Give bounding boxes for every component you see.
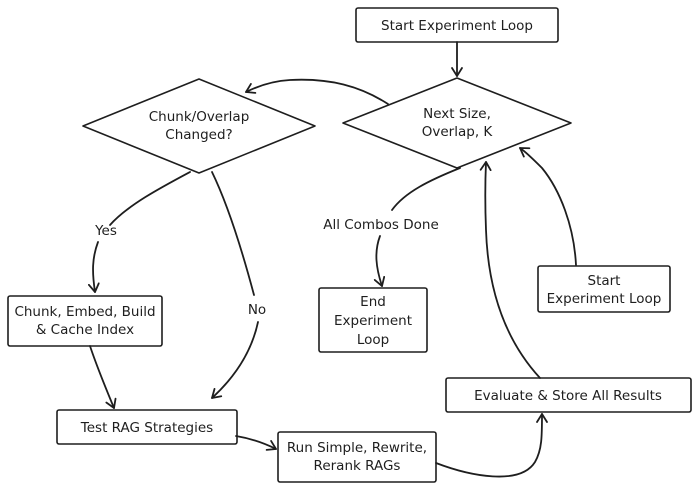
node-end-line-3: Loop [357, 332, 389, 348]
edge-chunk-to-test [89, 345, 117, 409]
node-start-right: Start Experiment Loop [537, 265, 671, 313]
edge-done [376, 167, 461, 286]
node-start-top: Start Experiment Loop [355, 7, 559, 43]
node-decision-chunk-overlap: Chunk/Overlap Changed? [82, 78, 316, 174]
node-decision-chunk-line-1: Chunk/Overlap [149, 109, 250, 125]
edge-evaluate-to-next [479, 161, 541, 379]
edge-no [212, 171, 259, 398]
node-test-rag-line-1: Test RAG Strategies [80, 420, 213, 436]
node-decision-next-line-2: Overlap, K [422, 124, 494, 140]
node-test-rag: Test RAG Strategies [56, 409, 238, 445]
edge-start-right-to-next [519, 147, 577, 266]
node-evaluate: Evaluate & Store All Results [445, 377, 692, 413]
edge-label-all-combos-done: All Combos Done [323, 217, 439, 233]
node-decision-chunk-line-2: Changed? [165, 127, 232, 143]
edge-test-to-run [235, 435, 277, 451]
node-chunk-embed: Chunk, Embed, Build & Cache Index [7, 295, 163, 347]
edge-label-yes: Yes [94, 223, 117, 239]
edge-yes [93, 171, 191, 292]
node-chunk-embed-line-2: & Cache Index [36, 322, 134, 338]
node-end-loop: End Experiment Loop [318, 287, 428, 353]
node-start-right-line-2: Experiment Loop [547, 291, 662, 307]
node-end-line-1: End [360, 294, 386, 310]
node-start-right-line-1: Start [588, 273, 621, 289]
node-decision-next-size: Next Size, Overlap, K [342, 77, 572, 169]
node-chunk-embed-line-1: Chunk, Embed, Build [14, 304, 155, 320]
edge-run-to-evaluate [435, 413, 548, 478]
node-run-rags-line-1: Run Simple, Rewrite, [287, 440, 427, 456]
node-start-top-line-1: Start Experiment Loop [381, 18, 533, 34]
node-run-rags-line-2: Rerank RAGs [314, 458, 401, 474]
edge-labels: Yes No All Combos Done [94, 217, 439, 318]
node-end-line-2: Experiment [334, 313, 412, 329]
node-evaluate-line-1: Evaluate & Store All Results [474, 388, 662, 404]
edge-label-no: No [248, 302, 266, 318]
node-run-rags: Run Simple, Rewrite, Rerank RAGs [277, 431, 437, 483]
node-decision-next-line-1: Next Size, [423, 106, 491, 122]
edge-next-to-chunk-decision [245, 78, 389, 105]
connectors [89, 41, 577, 478]
